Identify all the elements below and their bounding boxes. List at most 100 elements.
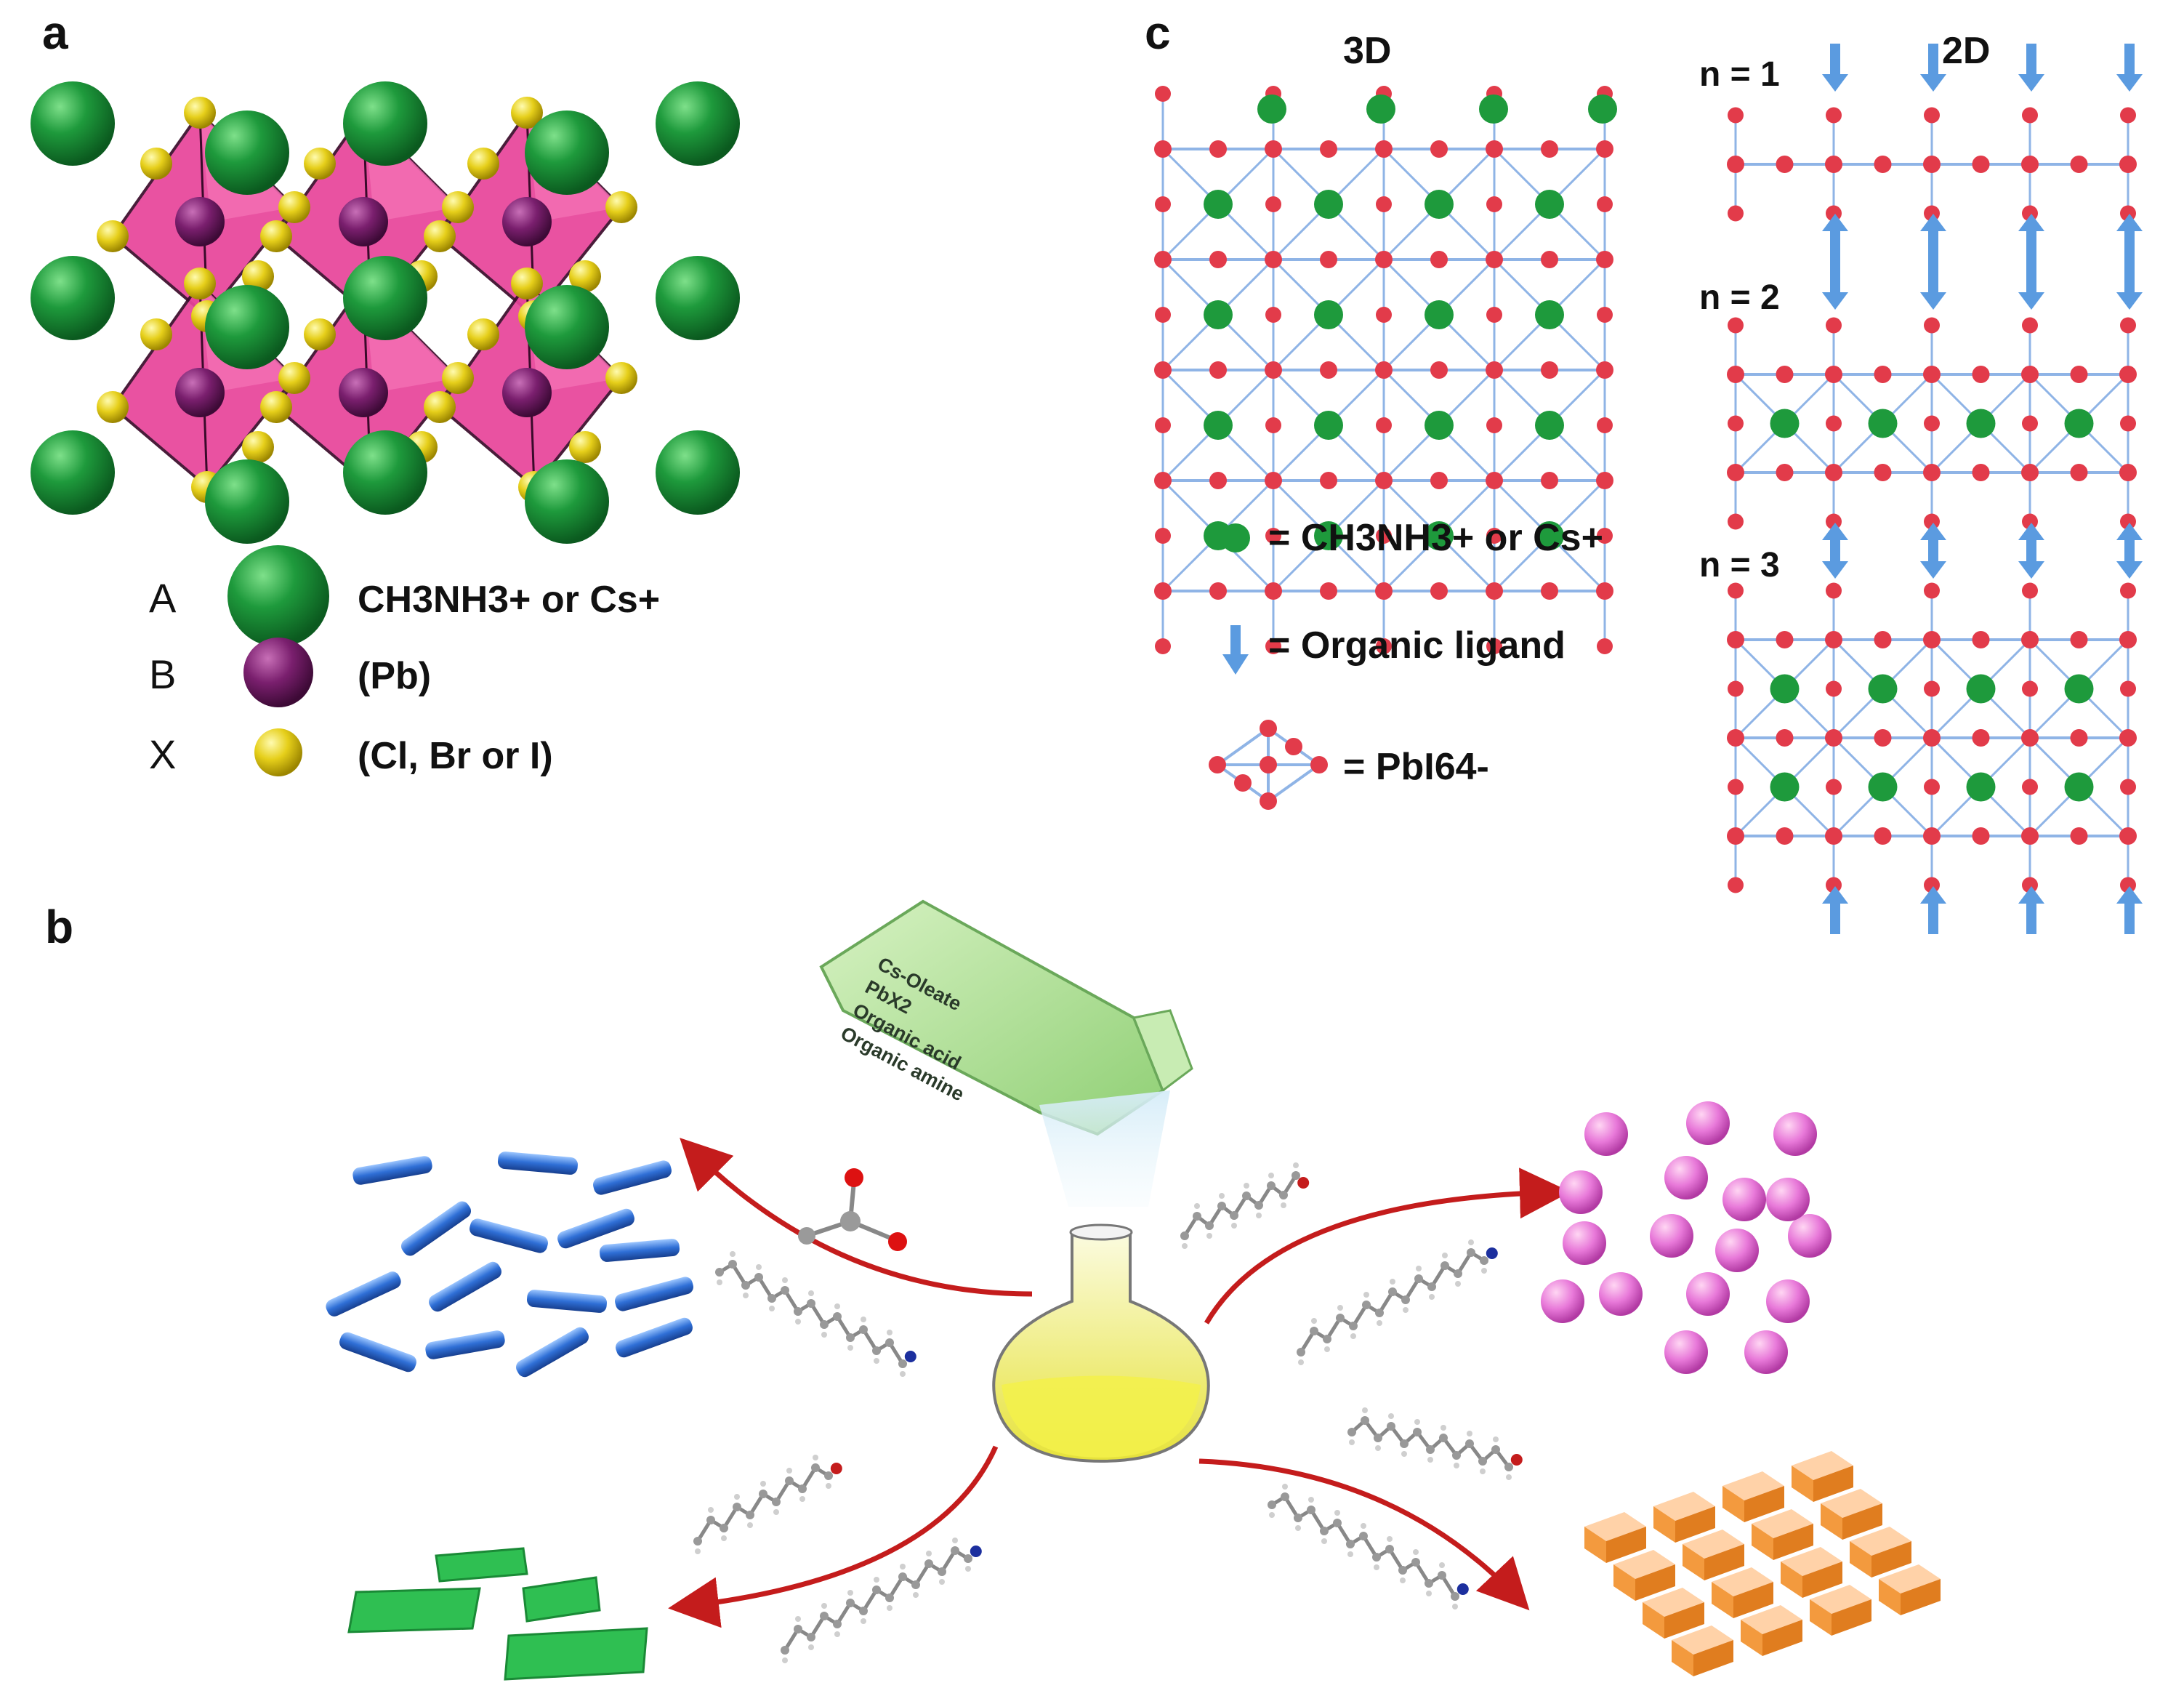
x-site-atom bbox=[242, 260, 274, 292]
cation-dot bbox=[1314, 521, 1343, 550]
x-site-atom bbox=[184, 268, 216, 300]
lattice-node bbox=[1430, 140, 1448, 158]
chain-atom bbox=[1349, 1322, 1358, 1330]
lattice-node bbox=[1154, 582, 1172, 600]
lattice-node bbox=[2119, 729, 2137, 747]
chain-atom bbox=[1281, 1492, 1289, 1501]
chain-hydrogen bbox=[1439, 1562, 1445, 1568]
legend-b-ball bbox=[243, 638, 313, 707]
chain-atom bbox=[759, 1490, 767, 1498]
nanosphere bbox=[1715, 1229, 1759, 1272]
lattice-node bbox=[2119, 156, 2137, 173]
lattice-node bbox=[1727, 366, 1744, 383]
chain-hydrogen bbox=[1481, 1268, 1487, 1274]
chain-atom bbox=[1230, 1211, 1238, 1220]
lattice-node bbox=[1826, 877, 1842, 893]
nanocube-front bbox=[1664, 1602, 1704, 1639]
chain-atom bbox=[1411, 1558, 1420, 1567]
legend-a-letter: A bbox=[149, 575, 177, 621]
cation-dot bbox=[1770, 674, 1800, 704]
chain-hydrogen bbox=[808, 1644, 814, 1650]
lattice-node bbox=[2120, 877, 2136, 893]
chain-hydrogen bbox=[1400, 1578, 1406, 1583]
x-site-atom bbox=[97, 391, 129, 423]
ligand-arrow-head bbox=[2018, 292, 2044, 310]
nanocube-top bbox=[1752, 1509, 1813, 1538]
panel-a-label: a bbox=[42, 7, 68, 59]
x-site-atom bbox=[442, 362, 474, 394]
lattice-node bbox=[1430, 361, 1448, 379]
chain-hydrogen bbox=[799, 1496, 805, 1502]
lattice-node bbox=[1825, 729, 1842, 747]
lattice-node bbox=[1826, 513, 1842, 530]
legend-b-letter: B bbox=[149, 651, 177, 697]
lattice-node bbox=[1825, 156, 1842, 173]
chain-atom bbox=[1347, 1428, 1356, 1436]
chain-atom bbox=[1193, 1212, 1201, 1221]
arrow-to-nanocubes bbox=[1198, 1458, 1530, 1611]
nanosphere bbox=[1766, 1178, 1810, 1221]
cation-dot bbox=[2064, 674, 2094, 704]
nanorod bbox=[339, 1332, 416, 1372]
lattice-node bbox=[1320, 472, 1337, 489]
chain-hydrogen bbox=[834, 1631, 840, 1637]
chain-hydrogen bbox=[1293, 1162, 1299, 1168]
nanosphere bbox=[1686, 1272, 1730, 1316]
chain-hydrogen bbox=[926, 1551, 932, 1556]
lattice-node bbox=[1486, 196, 1502, 212]
chain-hydrogen bbox=[756, 1264, 762, 1270]
chain-hydrogen bbox=[939, 1579, 945, 1585]
nanosphere bbox=[1773, 1112, 1817, 1156]
lattice-node bbox=[1154, 472, 1172, 489]
nanosphere bbox=[1766, 1279, 1810, 1323]
x-site-atom bbox=[511, 268, 543, 300]
chain-hydrogen bbox=[1416, 1266, 1422, 1271]
chain-hydrogen bbox=[1390, 1279, 1395, 1285]
cation-dot bbox=[1257, 95, 1286, 124]
amine-chain-left bbox=[715, 1251, 916, 1377]
lattice-node bbox=[1597, 307, 1613, 323]
lattice-node bbox=[1597, 638, 1613, 654]
chain-hydrogen bbox=[887, 1605, 892, 1611]
amine-chain-lower-left bbox=[781, 1538, 982, 1663]
chain-atom bbox=[1465, 1439, 1474, 1448]
lattice-node bbox=[1376, 638, 1392, 654]
lattice-node bbox=[1155, 417, 1171, 433]
lattice-node bbox=[1874, 631, 1892, 648]
chain-atom bbox=[1401, 1295, 1410, 1304]
b-site-atom bbox=[175, 368, 225, 417]
chain-atom bbox=[1310, 1327, 1318, 1335]
x-site-atom bbox=[184, 97, 216, 129]
chain-atom bbox=[1180, 1231, 1189, 1240]
lattice-node bbox=[1486, 140, 1503, 158]
lattice-node bbox=[1727, 729, 1744, 747]
nanorod bbox=[497, 1152, 579, 1175]
lattice-node bbox=[2120, 107, 2136, 124]
nanocube-top bbox=[1879, 1564, 1941, 1593]
chain-atom bbox=[1426, 1445, 1435, 1454]
chain-atom bbox=[1374, 1434, 1382, 1442]
ligand-arrow-head bbox=[2116, 292, 2143, 310]
chain-hydrogen bbox=[1194, 1203, 1200, 1209]
chain-atom bbox=[824, 1471, 833, 1480]
chain-atom bbox=[1400, 1439, 1409, 1448]
lattice-node bbox=[1265, 528, 1281, 544]
chain-atom bbox=[1454, 1269, 1462, 1278]
nanocube-front bbox=[1733, 1582, 1773, 1618]
lattice-node bbox=[1874, 827, 1892, 845]
lattice-node bbox=[2022, 107, 2038, 124]
lattice-node bbox=[1265, 361, 1282, 379]
ligand-arrow-head bbox=[2018, 214, 2044, 231]
chain-atom bbox=[1292, 1171, 1300, 1180]
chain-atom bbox=[1478, 1457, 1487, 1466]
lattice-node bbox=[1376, 528, 1392, 544]
nanocube-side bbox=[1643, 1602, 1664, 1639]
a-site-atom bbox=[343, 256, 427, 340]
chain-atom bbox=[846, 1333, 855, 1342]
chain-atom bbox=[872, 1585, 881, 1594]
chain-atom bbox=[715, 1268, 724, 1277]
b-site-atom bbox=[502, 368, 552, 417]
lattice-node bbox=[1209, 140, 1227, 158]
lattice-node bbox=[2120, 680, 2136, 697]
lattice-node bbox=[2022, 317, 2038, 334]
